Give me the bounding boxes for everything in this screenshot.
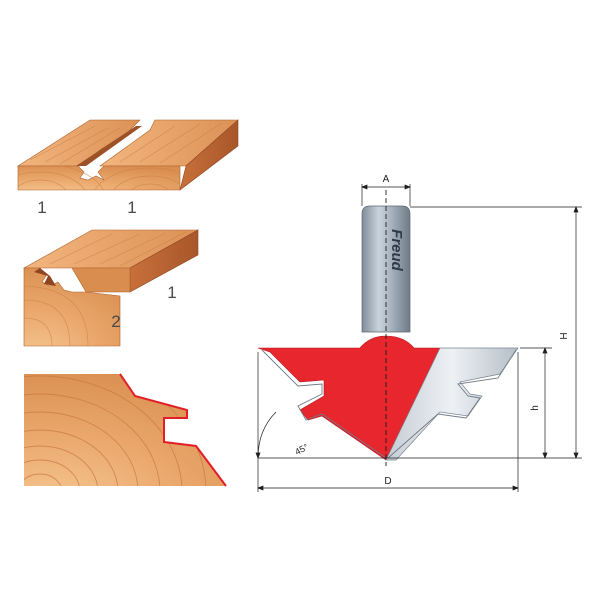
top-grain-lines <box>29 122 223 165</box>
router-bit: Freud <box>257 190 519 466</box>
profile-ghost-right <box>387 349 517 459</box>
board-side-face <box>179 119 239 191</box>
corner-top-grain <box>49 231 187 267</box>
figure-3-profile <box>24 373 227 487</box>
figure-1-edge-joint: 1 1 <box>16 119 239 217</box>
profile-wood <box>24 374 226 486</box>
figure-1-label-right: 1 <box>127 198 136 217</box>
dimension-lines <box>255 184 582 492</box>
corner-end-rings <box>23 285 89 347</box>
dimension-label-d: D <box>384 476 391 487</box>
brand-logo: Freud <box>388 229 405 272</box>
figure-2-label-1: 1 <box>167 283 176 302</box>
profile-cut-outline <box>119 373 227 487</box>
figure-2-corner-joint: 1 2 <box>22 229 200 347</box>
corner-joint-groove <box>34 268 56 286</box>
board-end-face <box>17 165 181 191</box>
dimension-label-h-total: H <box>559 332 570 339</box>
dimension-label-a: A <box>383 174 390 185</box>
profile-grain-rings <box>24 374 207 486</box>
profile-ghost-left <box>261 349 387 459</box>
end-grain-rings <box>18 166 180 190</box>
joint-groove <box>76 126 142 166</box>
figure-1-label-left: 1 <box>37 198 46 217</box>
corner-board-front <box>71 267 131 293</box>
shank <box>361 205 411 333</box>
corner-board-end <box>23 267 121 347</box>
dimension-label-h-cut: h <box>530 405 541 411</box>
angle-label: 45° <box>293 442 310 457</box>
figure-2-label-2: 2 <box>111 312 120 331</box>
